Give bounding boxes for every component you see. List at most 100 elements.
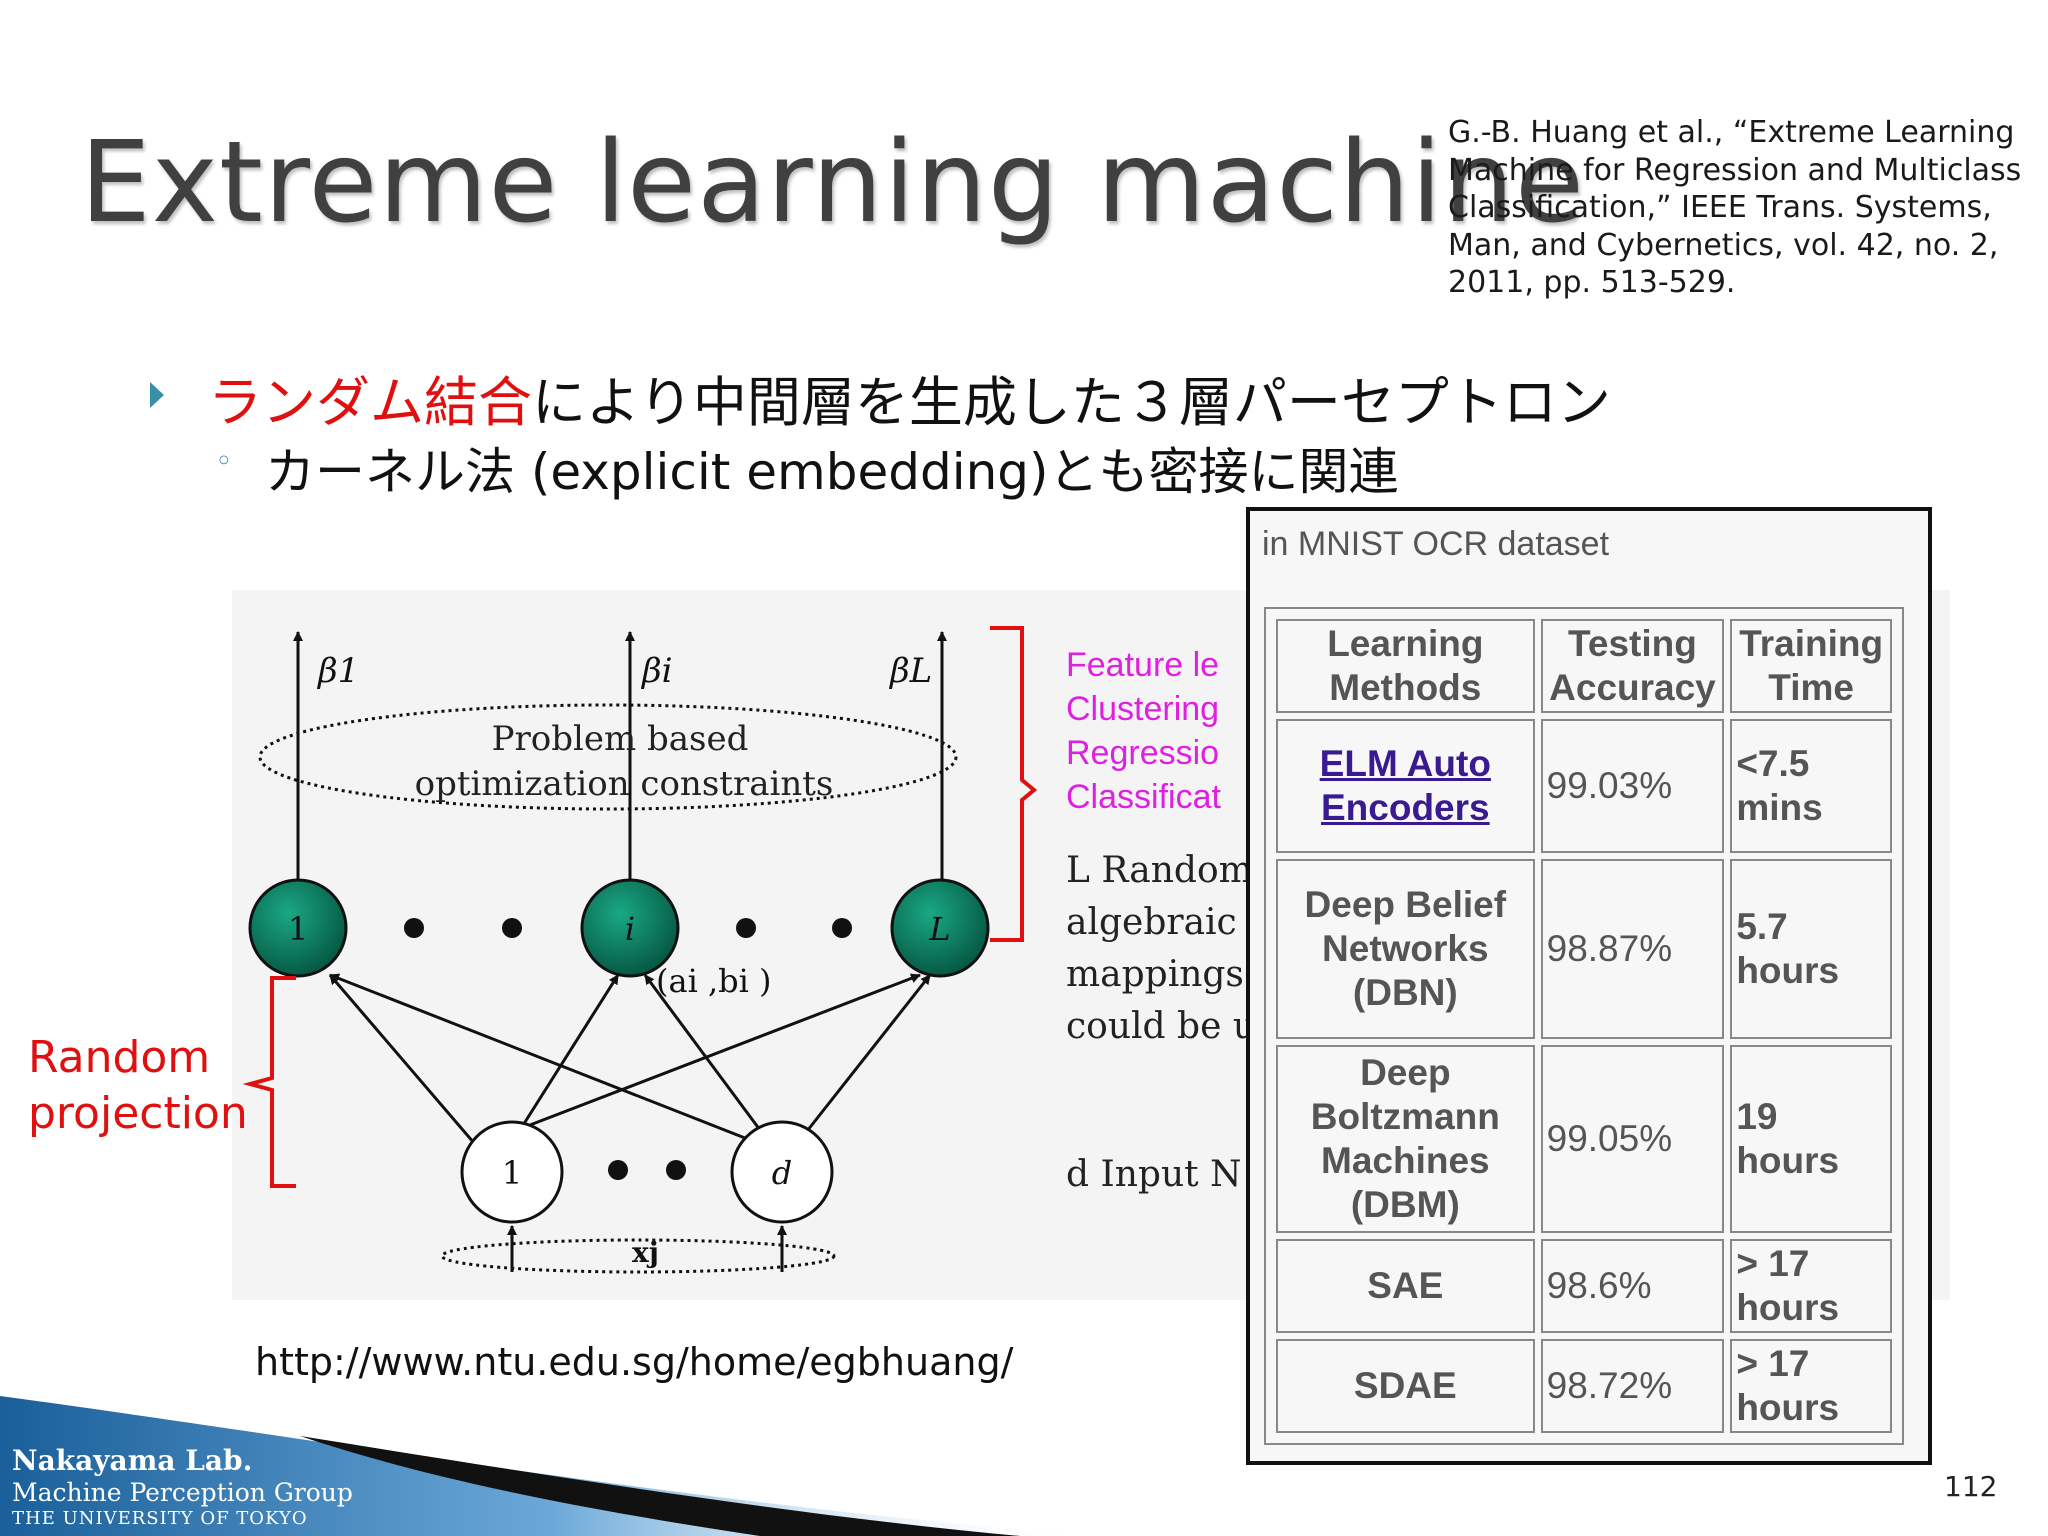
input-node	[730, 1120, 834, 1224]
citation-line: 2011, pp. 513-529.	[1448, 265, 1736, 300]
input-node-label: d	[772, 1154, 792, 1192]
bullet-sub-text: カーネル法 (explicit embedding)とも密接に関連	[265, 443, 1399, 501]
method-cell: SDAE	[1276, 1339, 1535, 1433]
method-line: (DBN)	[1352, 972, 1458, 1013]
method-line: Deep Belief	[1304, 884, 1507, 925]
page-number: 112	[1944, 1470, 1998, 1503]
input-label: xj	[632, 1236, 659, 1269]
source-url[interactable]: http://www.ntu.edu.sg/home/egbhuang/	[255, 1340, 1014, 1384]
ellipsis-dot	[608, 1160, 628, 1180]
figure-feature-text: Regressio	[1066, 734, 1219, 772]
time-line: hours	[1736, 1287, 1840, 1328]
header-line: Methods	[1329, 667, 1482, 708]
ellipse-text: optimization constraints	[415, 764, 834, 804]
accuracy-cell: 99.05%	[1540, 1045, 1725, 1233]
slide-title: Extreme learning machine	[80, 118, 1585, 248]
bullet-main-highlight: ランダム結合	[208, 371, 532, 434]
ellipsis-dot	[502, 918, 522, 938]
time-line: <7.5	[1736, 743, 1810, 784]
beta-label: βi	[640, 651, 673, 691]
header-line: Time	[1768, 667, 1854, 708]
header-line: Learning	[1327, 623, 1484, 664]
citation: G.-B. Huang et al., “Extreme Learning Ma…	[1448, 114, 2048, 302]
hidden-node	[890, 878, 990, 978]
method-line: Boltzmann	[1310, 1096, 1500, 1137]
table-caption: in MNIST OCR dataset	[1262, 525, 1610, 563]
method-cell: SAE	[1276, 1239, 1535, 1333]
logo-lab-name: Nakayama Lab.	[12, 1444, 253, 1477]
weight-arrow	[518, 974, 620, 1131]
figure-feature-text: Clustering	[1066, 690, 1219, 728]
method-line: Networks	[1322, 928, 1489, 969]
optimization-ellipse	[258, 703, 958, 811]
logo-university: THE UNIVERSITY OF TOKYO	[12, 1508, 308, 1529]
ellipsis-dot	[736, 918, 756, 938]
random-projection-label: Random projection	[28, 1030, 248, 1142]
hidden-node-label: 1	[288, 910, 308, 948]
figure-caption-text: mappings.	[1066, 954, 1255, 995]
random-projection-line: Random	[28, 1032, 211, 1083]
accuracy-cell: 99.03%	[1540, 719, 1725, 853]
time-line: 5.7	[1736, 906, 1788, 947]
time-line: mins	[1736, 787, 1823, 828]
time-line: hours	[1736, 950, 1840, 991]
random-projection-line: projection	[28, 1088, 248, 1139]
citation-line: Man, and Cybernetics, vol. 42, no. 2,	[1448, 227, 1999, 263]
hidden-node-label: L	[928, 910, 950, 948]
figure-feature-text: Feature le	[1066, 646, 1219, 684]
beta-label: βL	[888, 651, 932, 691]
beta-label: β1	[316, 651, 359, 691]
accuracy-cell: 98.6%	[1540, 1239, 1725, 1333]
header-line: Training	[1739, 623, 1884, 664]
time-line: > 17	[1736, 1343, 1810, 1384]
figure-caption-text: could be u	[1066, 1006, 1256, 1047]
figure-caption-text: L Random	[1066, 850, 1253, 891]
output-brace	[990, 626, 1038, 942]
method-line: Machines	[1321, 1140, 1490, 1181]
time-line: hours	[1736, 1140, 1840, 1181]
hidden-node	[248, 878, 348, 978]
weight-arrow	[329, 973, 751, 1142]
triangle-bullet-icon	[150, 382, 164, 408]
ellipsis-dot	[404, 918, 424, 938]
figure-caption-text: algebraic	[1066, 902, 1237, 943]
weight-arrow	[643, 974, 762, 1131]
bullet-main-text: により中間層を生成した３層パーセプトロン	[532, 371, 1611, 434]
accuracy-cell: 98.72%	[1540, 1339, 1725, 1433]
figure-caption-text: d Input N	[1066, 1154, 1242, 1195]
hidden-node-label: i	[625, 910, 635, 948]
time-line: 19	[1736, 1096, 1778, 1137]
weight-arrow	[529, 973, 921, 1127]
method-line: ELM Auto	[1319, 743, 1491, 784]
ellipsis-dot	[666, 1160, 686, 1180]
circle-bullet-icon: ◦	[215, 444, 233, 479]
weight-arrow	[328, 974, 482, 1151]
input-node-label: 1	[502, 1154, 522, 1192]
random-projection-brace	[242, 976, 296, 1188]
header-line: Testing	[1568, 623, 1697, 664]
figure-feature-text: Classificat	[1066, 778, 1221, 816]
weight-arrow	[798, 974, 932, 1141]
ellipsis-dot	[832, 918, 852, 938]
accuracy-cell: 98.87%	[1540, 859, 1725, 1039]
method-line: (DBM)	[1350, 1184, 1460, 1225]
time-line: hours	[1736, 1387, 1840, 1428]
input-ellipse	[440, 1238, 836, 1274]
citation-line: G.-B. Huang et al., “Extreme Learning	[1448, 115, 2015, 150]
